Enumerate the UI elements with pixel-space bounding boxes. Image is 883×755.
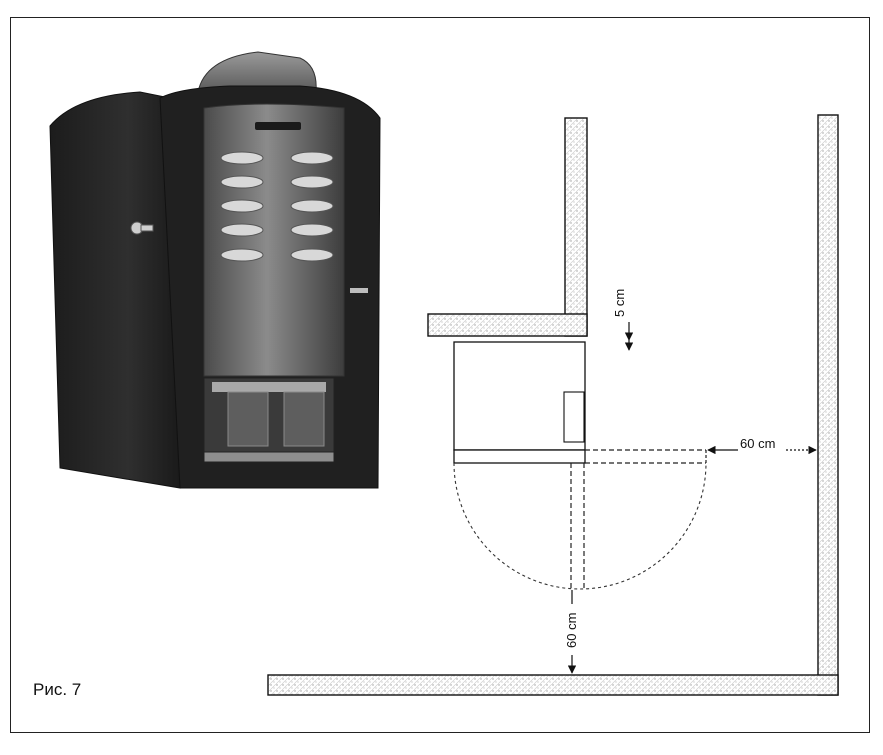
- front-gap-label: 60 cm: [564, 613, 579, 648]
- selection-buttons: [220, 151, 334, 262]
- figure-caption: Рис. 7: [33, 680, 82, 699]
- display-slot: [255, 122, 301, 130]
- machine-side: [49, 91, 181, 489]
- floor-plan: 5 cm 60 cm 60 cm: [267, 114, 839, 696]
- side-gap-label: 60 cm: [740, 436, 775, 451]
- upper-wall-vertical: [564, 117, 588, 337]
- door-swing-arc: [453, 462, 707, 590]
- coffee-machine-illustration: [49, 51, 381, 489]
- right-wall: [817, 114, 839, 696]
- top-gap-label: 5 cm: [612, 289, 627, 317]
- bean-hopper: [197, 51, 317, 93]
- upper-wall-horizontal: [427, 313, 588, 337]
- brand-logo: [350, 288, 368, 293]
- key-lock-icon: [130, 221, 154, 235]
- machine-top-view: [453, 341, 586, 464]
- dispensing-area: [203, 377, 335, 463]
- machine-front-panel: [203, 103, 345, 377]
- bottom-wall: [267, 674, 839, 696]
